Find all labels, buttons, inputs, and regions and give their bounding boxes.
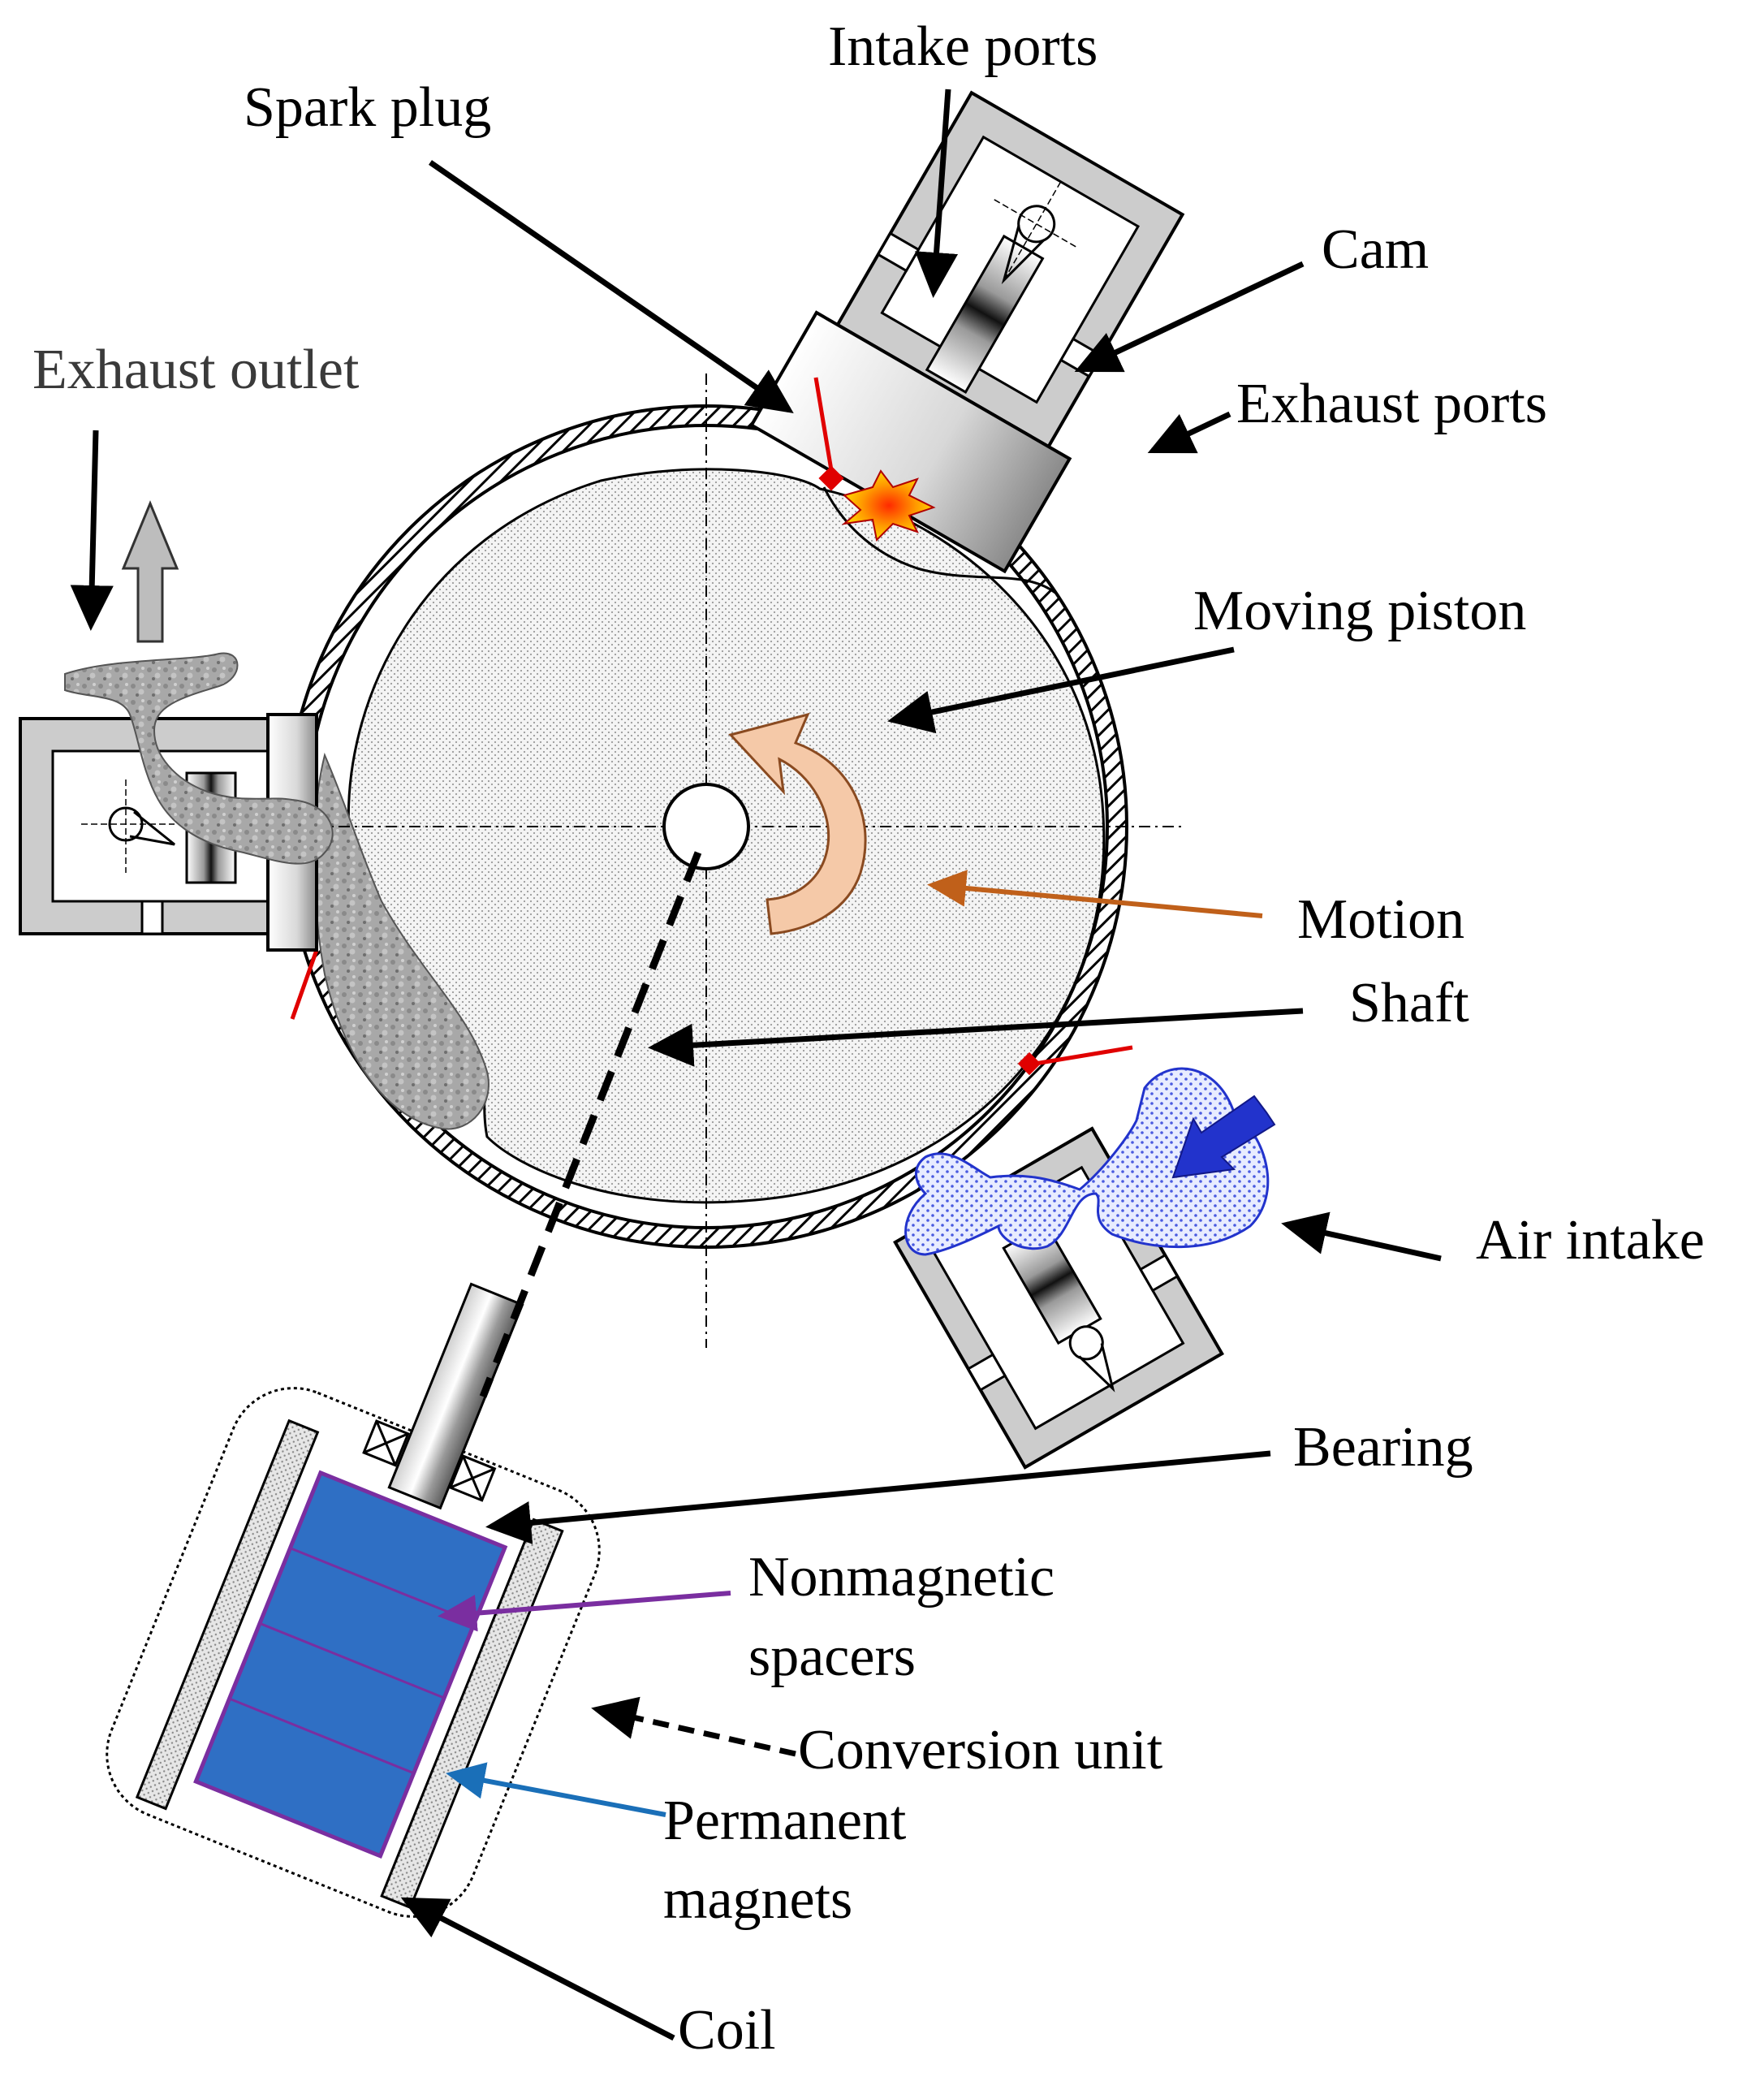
label-spacers: spacers: [748, 1626, 916, 1688]
label-cam: Cam: [1322, 218, 1429, 281]
conversion-unit: [106, 1282, 601, 1918]
bearing-left: [362, 1419, 410, 1467]
exhaust-cam-icon: [81, 779, 175, 873]
label-magnets: magnets: [663, 1868, 852, 1931]
label-moving-piston: Moving piston: [1193, 580, 1526, 642]
shaft-hole: [662, 783, 750, 870]
air-intake-cam-icon: [1068, 1325, 1115, 1393]
label-exhaust-ports: Exhaust ports: [1236, 373, 1547, 435]
intake-piston: [925, 234, 1045, 394]
combustion-pocket: [822, 486, 1056, 594]
leader-lines: [70, 89, 1442, 2041]
exhaust-gas-plume: [64, 652, 334, 865]
exhaust-up-arrow-icon: [121, 500, 179, 643]
label-conversion-unit: Conversion unit: [798, 1719, 1163, 1781]
label-spark-plug: Spark plug: [244, 76, 491, 139]
flame-icon: [841, 469, 936, 542]
coil-left: [135, 1418, 320, 1811]
label-bearing: Bearing: [1293, 1416, 1473, 1479]
label-coil: Coil: [678, 1999, 776, 2062]
output-shaft: [387, 1282, 524, 1510]
coil-right: [380, 1518, 564, 1910]
intake-port-marker: [1017, 1045, 1133, 1076]
permanent-magnets: [193, 1470, 508, 1859]
air-in-arrow-icon: [1171, 1095, 1276, 1179]
label-permanent: Permanent: [663, 1790, 907, 1852]
bearing-right: [448, 1454, 497, 1502]
air-intake-region: [904, 1067, 1270, 1256]
label-air-intake: Air intake: [1476, 1209, 1705, 1272]
label-intake-ports: Intake ports: [828, 15, 1098, 78]
label-motion: Motion: [1297, 888, 1464, 951]
label-nonmagnetic: Nonmagnetic: [748, 1546, 1055, 1608]
shaft-axis: [479, 851, 702, 1398]
exhaust-port-marker: [290, 949, 319, 1020]
rotation-arrow-icon: [728, 712, 867, 935]
label-exhaust-outlet: Exhaust outlet: [32, 339, 360, 401]
label-shaft: Shaft: [1349, 972, 1469, 1034]
